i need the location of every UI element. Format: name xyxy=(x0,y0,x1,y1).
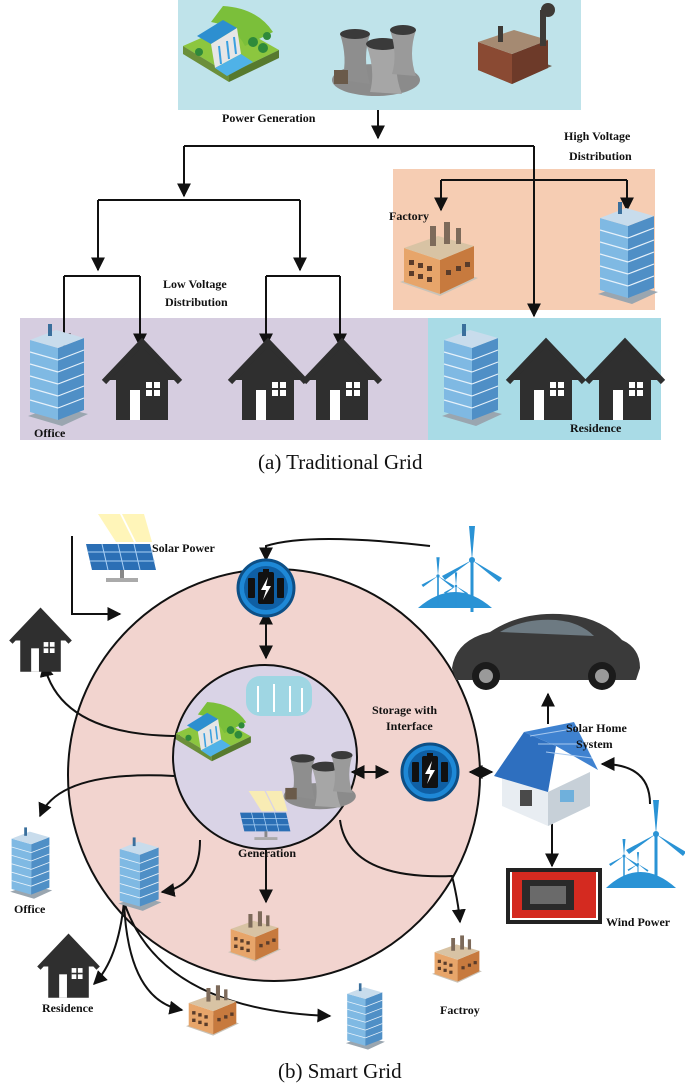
battery-icon xyxy=(400,742,460,802)
factory-label: Factory xyxy=(389,209,429,223)
wind-farm-top xyxy=(418,526,502,612)
office-tower-icon xyxy=(597,201,659,305)
office-label: Office xyxy=(34,426,66,440)
house-icon xyxy=(11,611,70,672)
generation-label: Generation xyxy=(238,846,296,860)
car-icon xyxy=(452,613,640,690)
power-generation-label: Power Generation xyxy=(222,111,316,125)
residence-label: Residence xyxy=(42,1001,94,1015)
wind-power-label: Wind Power xyxy=(606,915,671,929)
traditional-wires xyxy=(57,110,634,348)
high-voltage-label-line2: Distribution xyxy=(569,149,632,163)
battery-icon xyxy=(236,558,296,618)
house-icon xyxy=(39,937,98,998)
traditional-grid: Power Generation High Voltage Distributi… xyxy=(20,0,663,474)
solar-panel-icon xyxy=(85,513,157,583)
solar-home-label-line2: System xyxy=(576,737,613,751)
wind-farm-right xyxy=(606,800,685,888)
office-tower-icon xyxy=(117,837,162,912)
offshore-wind-icon xyxy=(246,676,312,716)
smart-grid: Solar Power Storage with Interface Sola xyxy=(9,513,685,1083)
caption-a: (a) Traditional Grid xyxy=(258,450,423,474)
factroy-label: Factroy xyxy=(440,1003,480,1017)
office-tower-icon xyxy=(345,982,386,1050)
storage-label-line1: Storage with xyxy=(372,703,437,717)
factory-icon xyxy=(432,935,482,983)
office-tower-icon xyxy=(9,826,53,900)
generator-icon xyxy=(506,868,602,924)
old-factory-icon xyxy=(478,3,555,84)
solar-home-label-line1: Solar Home xyxy=(566,721,627,735)
smart-grid-wires xyxy=(38,536,651,1023)
caption-b: (b) Smart Grid xyxy=(278,1059,402,1083)
solar-home-icon xyxy=(494,722,598,826)
low-voltage-label-line2: Distribution xyxy=(165,295,228,309)
office-tower-icon xyxy=(441,323,503,427)
high-voltage-label-line1: High Voltage xyxy=(564,129,631,143)
solar-power-label: Solar Power xyxy=(152,541,215,555)
residence-label: Residence xyxy=(570,421,622,435)
storage-label-line2: Interface xyxy=(386,719,433,733)
low-voltage-label-line1: Low Voltage xyxy=(163,277,227,291)
office-label: Office xyxy=(14,902,46,916)
office-tower-icon xyxy=(27,323,89,427)
